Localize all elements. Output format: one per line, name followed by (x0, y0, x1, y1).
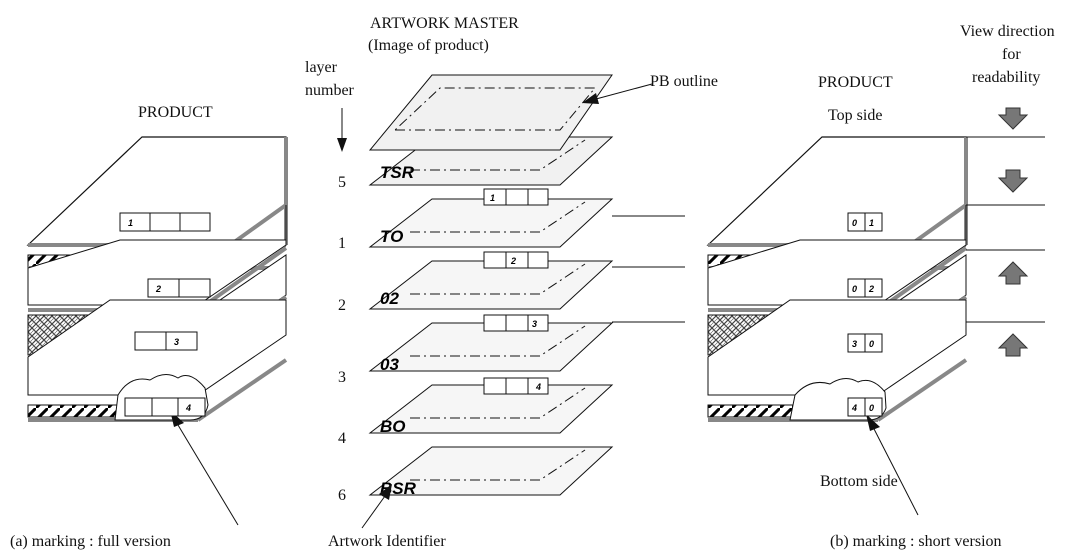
layer-number-arrowhead (337, 138, 347, 152)
artwork-pb-outline-2 (410, 201, 586, 233)
center-marking-box-3: 3 (483, 314, 549, 332)
right-mark-4a: 4 (851, 403, 857, 413)
pb-outline-leader (595, 83, 653, 100)
layer-code-tsr: TSR (380, 163, 415, 182)
right-top-side-label: Top side (828, 107, 882, 124)
right-marking-box-4: 4 0 (847, 397, 883, 417)
center-caption: Artwork Identifier (328, 533, 446, 550)
artwork-identifier-arrowhead (379, 484, 392, 500)
center-mark-3: 3 (532, 319, 537, 329)
left-marking-box-2: 2 (147, 278, 211, 298)
center-mark-4: 4 (535, 382, 541, 392)
pb-outline-arrowhead (582, 93, 599, 104)
artwork-pb-outline-5 (410, 387, 586, 419)
artwork-pb-outline-6 (410, 449, 586, 481)
artwork-sheet-6 (368, 446, 614, 496)
artwork-sheet-3 (368, 260, 614, 310)
layer-number-1: 1 (338, 235, 346, 252)
right-caption: (b) marking : short version (830, 533, 1002, 550)
artwork-master-title: ARTWORK MASTER (370, 15, 519, 32)
artwork-sheet-5 (368, 384, 614, 434)
right-mark-2b: 2 (868, 284, 874, 294)
center-mark-1: 1 (490, 193, 495, 203)
layer-number-label-line1: layer (305, 59, 338, 76)
layer-number-5: 5 (338, 174, 346, 191)
center-marking-box-4: 4 (483, 377, 549, 395)
right-mark-1b: 1 (869, 218, 874, 228)
right-mark-4b: 0 (869, 403, 874, 413)
view-arrow-down-2 (997, 169, 1029, 193)
right-product-stack (706, 136, 968, 516)
artwork-sheet-4 (368, 322, 614, 372)
layer-number-6: 6 (338, 487, 346, 504)
layer-number-2: 2 (338, 297, 346, 314)
left-marking-box-1: 1 (119, 212, 211, 232)
artwork-identifier-leader (361, 495, 386, 529)
right-leader-line (871, 424, 919, 516)
left-marking-box-4: 4 (124, 397, 206, 417)
right-mark-1a: 0 (852, 218, 857, 228)
layer-number-3: 3 (338, 369, 346, 386)
artwork-image-sheet (368, 74, 613, 151)
view-arrow-up-1 (997, 261, 1029, 285)
left-marking-box-3: 3 (134, 331, 198, 351)
center-marking-box-2: 2 (483, 251, 549, 269)
layer-code-02: 02 (380, 289, 399, 308)
right-marking-box-1: 0 1 (847, 212, 883, 232)
artwork-layer-sheets (368, 74, 614, 496)
layer-number-label-line2: number (305, 82, 355, 99)
view-arrow-down-1 (997, 107, 1029, 130)
right-marking-box-2: 0 2 (847, 278, 883, 298)
left-mark-3: 3 (174, 337, 179, 347)
left-mark-4: 4 (185, 403, 191, 413)
right-product-title: PRODUCT (818, 74, 893, 91)
layer-code-to: TO (380, 227, 403, 246)
left-product-stack (26, 136, 288, 526)
right-mark-3b: 0 (869, 339, 874, 349)
view-direction-line2: for (1002, 46, 1021, 63)
layer-code-03: 03 (380, 355, 399, 374)
layer-code-bo: BO (380, 417, 406, 436)
view-direction-line1: View direction (960, 23, 1055, 40)
left-caption: (a) marking : full version (10, 533, 171, 550)
center-mark-2: 2 (510, 256, 516, 266)
left-leader-line (174, 419, 239, 526)
pb-outline-label: PB outline (650, 73, 718, 90)
right-mark-3a: 3 (852, 339, 857, 349)
left-mark-2: 2 (155, 284, 161, 294)
view-arrow-up-2 (997, 333, 1029, 357)
left-mark-1: 1 (128, 218, 133, 228)
artwork-pb-outline-3 (410, 263, 586, 295)
artwork-master-subtitle: (Image of product) (368, 37, 489, 54)
artwork-pb-outline-4 (410, 325, 586, 357)
center-marking-box-1: 1 (483, 188, 549, 206)
artwork-image-pb-outline (394, 87, 597, 131)
right-leader-arrowhead (866, 414, 880, 431)
view-direction-line3: readability (972, 69, 1040, 86)
left-product-title: PRODUCT (138, 104, 213, 121)
right-bottom-side-label: Bottom side (820, 473, 898, 490)
right-layer-top (706, 136, 967, 246)
right-marking-box-3: 3 0 (847, 333, 883, 353)
artwork-sheet-2 (368, 198, 614, 248)
layer-number-4: 4 (338, 430, 346, 447)
right-mark-2a: 0 (852, 284, 857, 294)
artwork-pb-outline-1 (410, 139, 586, 171)
